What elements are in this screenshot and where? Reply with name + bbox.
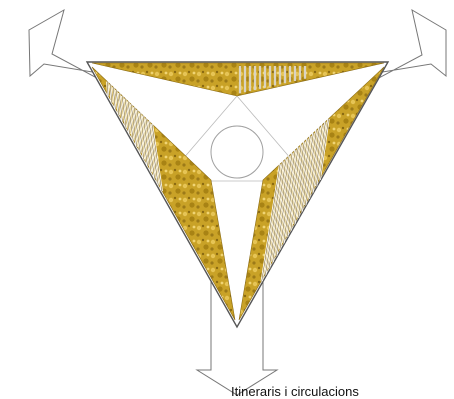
outer-triangle — [87, 62, 388, 327]
diagram-caption: Itineraris i circulacions — [231, 384, 359, 399]
